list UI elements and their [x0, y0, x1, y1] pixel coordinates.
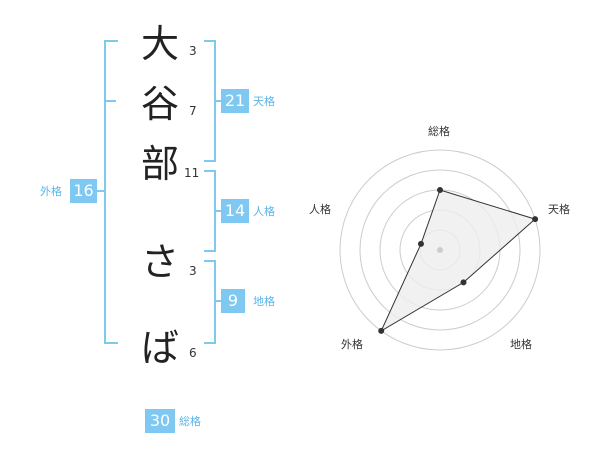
radar-point [437, 187, 443, 193]
name-char-4: さ [140, 240, 179, 284]
radar-label-gaikaku: 外格 [341, 338, 363, 351]
gaikaku-connector [97, 190, 104, 192]
name-char-3: 部 [140, 142, 179, 186]
radar-label-chikaku: 地格 [510, 338, 532, 351]
tenkaku-label: 天格 [253, 95, 275, 108]
stroke-count-2: 7 [189, 104, 197, 118]
tenkaku-value: 21 [221, 89, 249, 113]
stroke-count-5: 6 [189, 346, 197, 360]
chikaku-connector [214, 300, 221, 302]
chikaku-value: 9 [221, 289, 245, 313]
jinkaku-value: 14 [221, 199, 249, 223]
radar-label-tenkaku: 天格 [548, 203, 570, 216]
stroke-count-1: 3 [189, 44, 197, 58]
radar-polygon [380, 189, 537, 333]
radar-points [378, 187, 539, 334]
gaikaku-value: 16 [70, 179, 97, 203]
jinkaku-connector [214, 210, 221, 212]
radar-ring [339, 149, 541, 351]
radar-ring [359, 169, 521, 331]
gaikaku-label: 外格 [40, 185, 62, 198]
radar-point [378, 327, 385, 334]
stroke-count-4: 3 [189, 264, 197, 278]
chikaku-bracket [204, 260, 216, 344]
stroke-count-3: 11 [184, 166, 200, 180]
jinkaku-label: 人格 [253, 205, 275, 218]
gaikaku-bracket-inner-tick [104, 100, 116, 102]
radar-point [532, 216, 539, 223]
radar-point [417, 240, 424, 247]
chikaku-label: 地格 [253, 295, 275, 308]
name-char-1: 大 [140, 22, 179, 66]
radar-point [460, 279, 467, 286]
name-char-2: 谷 [140, 82, 179, 126]
soukaku-label: 総格 [179, 415, 201, 428]
radar-center [437, 247, 443, 253]
soukaku-value: 30 [145, 409, 175, 433]
radar-label-soukaku: 総格 [428, 125, 450, 138]
radar-label-jinkaku: 人格 [309, 203, 331, 216]
gaikaku-bracket [104, 40, 118, 344]
tenkaku-connector [214, 100, 221, 102]
name-char-5: ば [140, 326, 179, 370]
